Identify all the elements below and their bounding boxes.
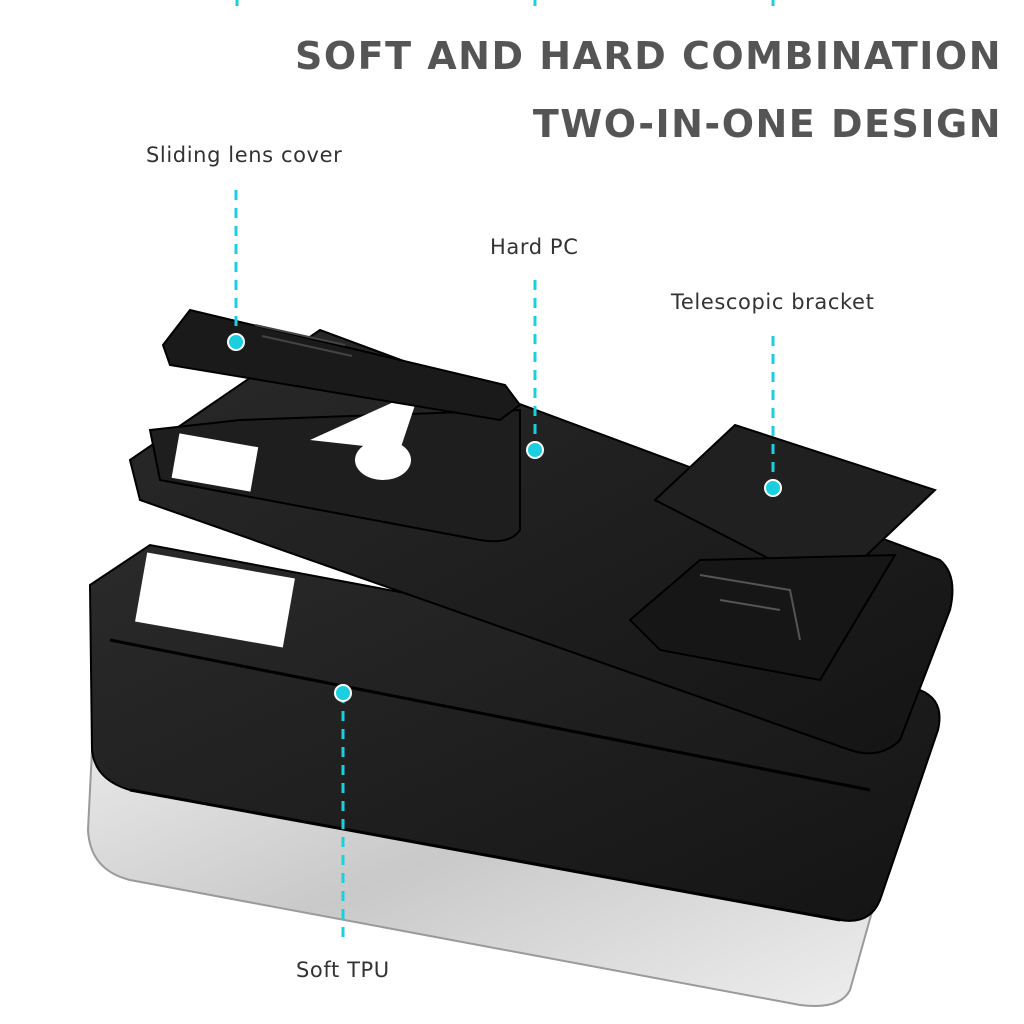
sliding-lens-cover <box>161 308 522 422</box>
dot-soft-tpu <box>334 684 352 702</box>
dot-hard-pc <box>526 441 544 459</box>
telescopic-bracket <box>628 423 937 682</box>
soft-tpu-case <box>88 543 941 922</box>
callout-leaders <box>234 0 775 945</box>
headline-line-2: TWO-IN-ONE DESIGN <box>532 102 1002 146</box>
callout-dots <box>227 333 782 702</box>
callout-bracket: Telescopic bracket <box>671 290 875 314</box>
dot-bracket <box>764 479 782 497</box>
headline-line-1: SOFT AND HARD COMBINATION <box>294 34 1002 78</box>
callout-lens-cover: Sliding lens cover <box>146 143 343 167</box>
callout-soft-tpu: Soft TPU <box>296 958 390 982</box>
callout-hard-pc: Hard PC <box>490 235 579 259</box>
dot-lens-cover <box>227 333 245 351</box>
